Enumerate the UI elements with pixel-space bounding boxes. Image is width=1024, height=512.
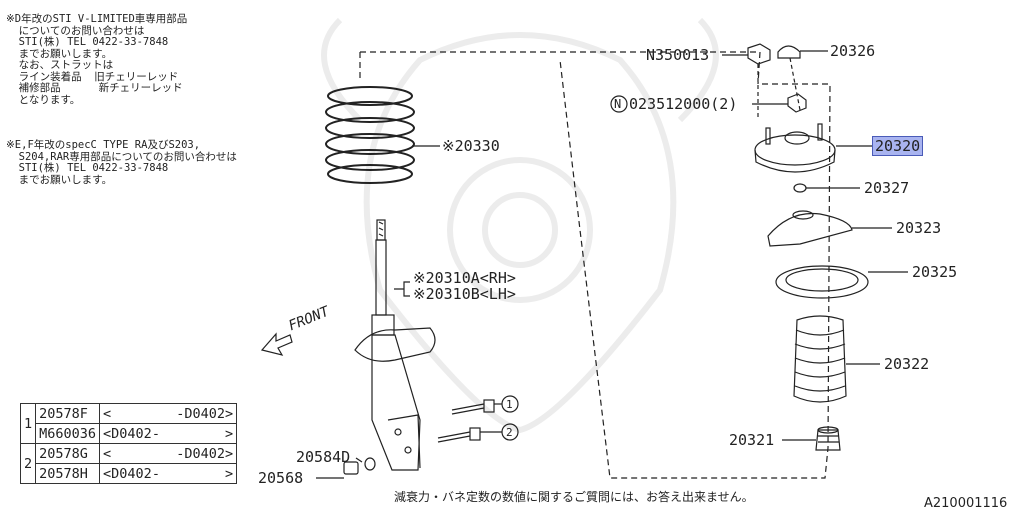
label-20325[interactable]: 20325	[912, 263, 958, 281]
label-20310b[interactable]: ※20310B<LH>	[413, 285, 516, 303]
disclaimer-text: 減衰力・バネ定数の数値に関するご質問には、お答え出来ません。	[394, 490, 754, 504]
table-row: M660036 <D0402- >	[21, 423, 238, 444]
range-cell: < -D0402>	[99, 403, 238, 424]
bolt-2	[437, 427, 481, 443]
part-cell[interactable]: M660036	[35, 423, 101, 444]
spring-seat-20323	[767, 212, 853, 247]
label-20320-highlight: 20320	[872, 136, 924, 156]
callout-2-circle	[501, 423, 519, 441]
front-arrow-icon	[260, 332, 293, 356]
group-cell-1: 1	[19, 403, 37, 444]
n-prefix-circle	[610, 95, 628, 113]
bump-stop-20321	[815, 426, 841, 451]
rubber-seat-20325	[775, 265, 869, 299]
sti-note-1: ※D年改のSTI V-LIMITED車専用部品 についてのお問い合わせは STI…	[6, 13, 188, 106]
callout-1-circle	[501, 395, 519, 413]
label-20327[interactable]: 20327	[864, 179, 910, 197]
strut-mount	[754, 123, 836, 173]
bolt-parts-table: 1 20578F < -D0402> M660036 <D0402- > 2 2…	[19, 403, 238, 484]
part-cell[interactable]: 20578F	[35, 403, 101, 424]
label-20321[interactable]: 20321	[729, 431, 775, 449]
part-cell[interactable]: 20578G	[35, 443, 101, 464]
range-cell: <D0402- >	[99, 463, 238, 484]
label-n-prefix: N	[614, 97, 622, 111]
label-023512000[interactable]: 023512000(2)	[629, 95, 738, 113]
label-20310a[interactable]: ※20310A<RH>	[413, 269, 516, 287]
group-cell-2: 2	[19, 443, 37, 484]
label-n350013[interactable]: N350013	[646, 46, 710, 64]
watermark-emblem	[321, 17, 719, 434]
bolt-1	[451, 399, 495, 415]
range-cell: <D0402- >	[99, 423, 238, 444]
strut-assembly	[354, 219, 436, 471]
nut-n350013	[747, 43, 771, 65]
callout-2-number: 2	[506, 426, 513, 439]
assembly-outline	[360, 51, 831, 479]
table-row: 1 20578F < -D0402>	[19, 403, 238, 444]
washer-20327	[793, 183, 807, 193]
range-cell: < -D0402>	[99, 443, 238, 464]
part-cell[interactable]: 20578H	[35, 463, 101, 484]
label-20320[interactable]: 20320	[872, 136, 924, 156]
table-row: 20578H <D0402- >	[21, 463, 238, 484]
cap-20326	[777, 45, 801, 59]
label-20330[interactable]: ※20330	[442, 137, 500, 155]
sti-note-2: ※E,F年改のspecC TYPE RA及びS203, S204,RAR専用部品…	[6, 139, 237, 186]
callout-1-number: 1	[506, 398, 513, 411]
label-20584d[interactable]: 20584D	[296, 448, 351, 466]
label-20568[interactable]: 20568	[258, 469, 304, 487]
dust-boot-20322	[793, 315, 847, 403]
coil-spring	[325, 86, 415, 184]
nut-023512000	[787, 93, 807, 113]
table-row: 2 20578G < -D0402>	[19, 443, 238, 484]
diagram-code: A210001116	[924, 496, 1008, 511]
label-20326[interactable]: 20326	[830, 42, 876, 60]
label-20322[interactable]: 20322	[884, 355, 930, 373]
label-20323[interactable]: 20323	[896, 219, 942, 237]
nut-20568	[343, 457, 376, 475]
